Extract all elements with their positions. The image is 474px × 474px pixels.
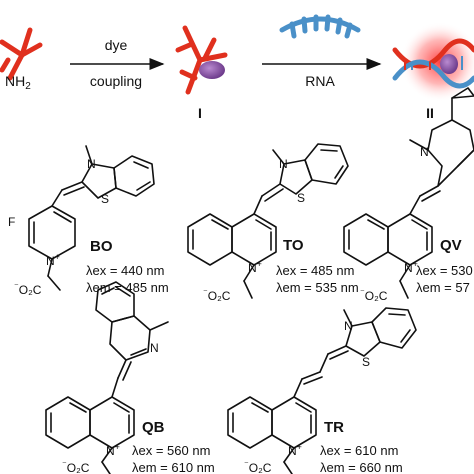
atom-f: F xyxy=(8,215,15,229)
atom-n: N xyxy=(150,341,159,355)
dye-structure-tr xyxy=(227,307,417,474)
atom-n: N xyxy=(344,319,353,333)
atom-n-plus: N+ xyxy=(288,442,302,458)
dye-qv-emission: λem = 57 xyxy=(416,280,470,295)
dye-tr-emission: λem = 660 nm xyxy=(320,460,403,474)
amine-label: NH2 xyxy=(5,73,31,92)
peptide-start-icon xyxy=(0,27,43,81)
atom-n-plus: N+ xyxy=(46,252,60,268)
product-label: II xyxy=(426,105,434,121)
atom-n-plus: N+ xyxy=(404,259,418,275)
dye-name-qv: QV xyxy=(440,237,462,254)
dye-bo-excitation: λex = 440 nm xyxy=(86,263,164,278)
rna-strand-icon xyxy=(279,14,361,39)
atom-n-plus: N+ xyxy=(106,442,120,458)
dye-qv-excitation: λex = 530 xyxy=(416,263,473,278)
dye-qb-emission: λem = 610 nm xyxy=(132,460,215,474)
dye-name-qb: QB xyxy=(142,419,165,436)
dye-qb-excitation: λex = 560 nm xyxy=(132,443,210,458)
intermediate-label: I xyxy=(198,105,202,121)
step1-condition: coupling xyxy=(90,73,142,89)
atom-n: N xyxy=(87,157,96,171)
carboxylate: ⁻O₂C xyxy=(14,281,42,297)
atom-s: S xyxy=(101,192,109,206)
dye-name-to: TO xyxy=(283,237,304,254)
step2-reagent: RNA xyxy=(305,73,335,89)
dye-tr-excitation: λex = 610 nm xyxy=(320,443,398,458)
dye-structure-qv xyxy=(343,87,474,299)
step1-reagent: dye xyxy=(105,37,128,53)
dye-blob-icon xyxy=(199,61,225,79)
atom-n: N xyxy=(279,157,288,171)
carboxylate: ⁻O₂C xyxy=(62,459,90,474)
dye-to-excitation: λex = 485 nm xyxy=(276,263,354,278)
dye-structure-bo xyxy=(28,145,155,291)
product-duplex-icon xyxy=(392,38,474,89)
dye-structure-qb xyxy=(45,281,169,474)
atom-s: S xyxy=(362,355,370,369)
dye-structure-to xyxy=(187,143,349,299)
carboxylate: ⁻O₂C xyxy=(203,287,231,303)
atom-n-plus: N+ xyxy=(248,259,262,275)
intermediate-icon xyxy=(175,25,228,95)
carboxylate: ⁻O₂C xyxy=(244,459,272,474)
atom-n: N xyxy=(420,145,429,159)
dye-to-emission: λem = 535 nm xyxy=(276,280,359,295)
dye-name-bo: BO xyxy=(90,238,113,255)
carboxylate: ⁻O₂C xyxy=(360,287,388,303)
dye-name-tr: TR xyxy=(324,419,344,436)
atom-s: S xyxy=(297,191,305,205)
